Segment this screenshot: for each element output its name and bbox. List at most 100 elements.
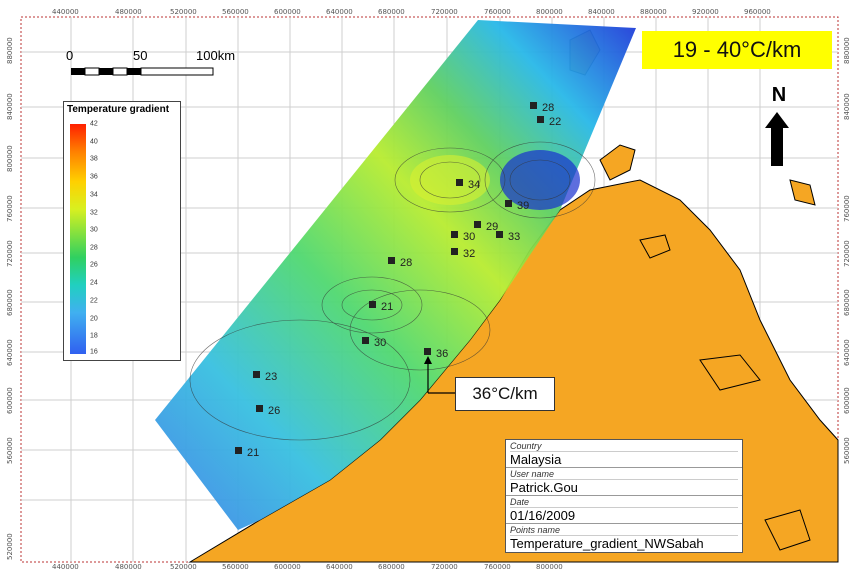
well-label: 29 [486, 221, 498, 233]
legend-tick: 18 [90, 332, 98, 340]
x-coord-top: 440000 [52, 8, 79, 16]
x-coord-top: 520000 [170, 8, 197, 16]
well-marker [537, 116, 544, 123]
legend-title: Temperature gradient [67, 104, 170, 115]
legend-tick: 28 [90, 244, 98, 252]
y-coord-right: 600000 [843, 387, 851, 414]
well-label: 23 [265, 371, 277, 383]
x-coord-bottom: 600000 [274, 563, 301, 571]
x-coord-top: 800000 [536, 8, 563, 16]
well-label: 30 [463, 231, 475, 243]
scale-bar-seg [112, 67, 128, 76]
x-coord-top: 680000 [378, 8, 405, 16]
scale-label-50: 50 [133, 48, 147, 63]
y-coord-left: 680000 [6, 289, 14, 316]
y-coord-left: 840000 [6, 93, 14, 120]
points-value: Temperature_gradient_NWSabah [510, 535, 738, 551]
legend-panel: Temperature gradient 42 40 38 36 34 32 3… [63, 101, 181, 361]
x-coord-top: 640000 [326, 8, 353, 16]
y-coord-left: 880000 [6, 37, 14, 64]
scale-label-0: 0 [66, 48, 73, 63]
legend-tick: 20 [90, 315, 98, 323]
y-coord-left: 600000 [6, 387, 14, 414]
well-label: 21 [381, 301, 393, 313]
x-coord-top: 480000 [115, 8, 142, 16]
x-coord-top: 840000 [588, 8, 615, 16]
island-1 [599, 144, 636, 181]
y-coord-right: 880000 [843, 37, 851, 64]
y-coord-right: 680000 [843, 289, 851, 316]
x-coord-top: 600000 [274, 8, 301, 16]
x-coord-bottom: 560000 [222, 563, 249, 571]
well-marker [451, 231, 458, 238]
well-label: 26 [268, 405, 280, 417]
well-marker [369, 301, 376, 308]
scale-bar-seg [71, 68, 85, 75]
well-label: 33 [508, 231, 520, 243]
x-coord-bottom: 480000 [115, 563, 142, 571]
y-coord-right: 760000 [843, 195, 851, 222]
callout-text: 36°C/km [472, 384, 538, 403]
country-value: Malaysia [510, 451, 738, 467]
scale-bar: 0 50 100km [66, 48, 235, 76]
north-indicator: N [762, 84, 796, 107]
x-coord-bottom: 680000 [378, 563, 405, 571]
well-label: 28 [400, 257, 412, 269]
well-marker [496, 231, 503, 238]
legend-tick: 32 [90, 209, 98, 217]
metadata-info-box: Country Malaysia User name Patrick.Gou D… [505, 439, 743, 553]
legend-color-ramp [70, 124, 86, 354]
x-coord-bottom: 800000 [536, 563, 563, 571]
banner-text: 19 - 40°C/km [672, 37, 802, 62]
legend-tick: 26 [90, 261, 98, 269]
scale-bar-seg [127, 68, 141, 75]
legend-tick: 16 [90, 348, 98, 356]
well-marker [256, 405, 263, 412]
x-coord-top: 960000 [744, 8, 771, 16]
legend-tick: 38 [90, 155, 98, 163]
well-label: 39 [517, 200, 529, 212]
well-label: 34 [468, 179, 480, 191]
legend-tick: 40 [90, 138, 98, 146]
x-coord-bottom: 640000 [326, 563, 353, 571]
y-coord-right: 840000 [843, 93, 851, 120]
y-coord-right: 640000 [843, 339, 851, 366]
legend-tick: 22 [90, 297, 98, 305]
y-coord-left: 800000 [6, 145, 14, 172]
well-marker [424, 348, 431, 355]
legend-tick: 34 [90, 191, 98, 199]
gradient-range-banner: 19 - 40°C/km [642, 31, 832, 69]
x-coord-top: 880000 [640, 8, 667, 16]
legend-tick: 36 [90, 173, 98, 181]
date-row: Date 01/16/2009 [506, 496, 742, 524]
user-row: User name Patrick.Gou [506, 468, 742, 496]
x-coord-bottom: 760000 [484, 563, 511, 571]
x-coord-bottom: 440000 [52, 563, 79, 571]
well-marker [388, 257, 395, 264]
x-coord-top: 760000 [484, 8, 511, 16]
well-markers: 28 22 34 39 29 30 33 32 28 21 30 36 23 2… [235, 102, 561, 459]
well-label: 22 [549, 116, 561, 128]
y-coord-left: 720000 [6, 240, 14, 267]
well-marker [235, 447, 242, 454]
user-label: User name [510, 469, 555, 479]
y-coord-left: 520000 [6, 533, 14, 560]
well-label: 32 [463, 248, 475, 260]
legend-tick: 42 [90, 120, 98, 128]
legend-tick: 30 [90, 226, 98, 234]
user-value: Patrick.Gou [510, 479, 738, 495]
y-coord-left: 640000 [6, 339, 14, 366]
scale-bar-seg [99, 68, 113, 75]
x-coord-top: 720000 [431, 8, 458, 16]
scale-bar-seg [140, 67, 214, 76]
legend-tick: 24 [90, 279, 98, 287]
date-label: Date [510, 497, 530, 507]
well-marker [451, 248, 458, 255]
island-6 [699, 354, 761, 391]
y-coord-right: 720000 [843, 240, 851, 267]
well-label: 30 [374, 337, 386, 349]
well-marker [253, 371, 260, 378]
x-coord-bottom: 720000 [431, 563, 458, 571]
coordinate-labels-y: 880000 840000 800000 760000 720000 68000… [6, 37, 851, 560]
island-3 [639, 234, 671, 259]
